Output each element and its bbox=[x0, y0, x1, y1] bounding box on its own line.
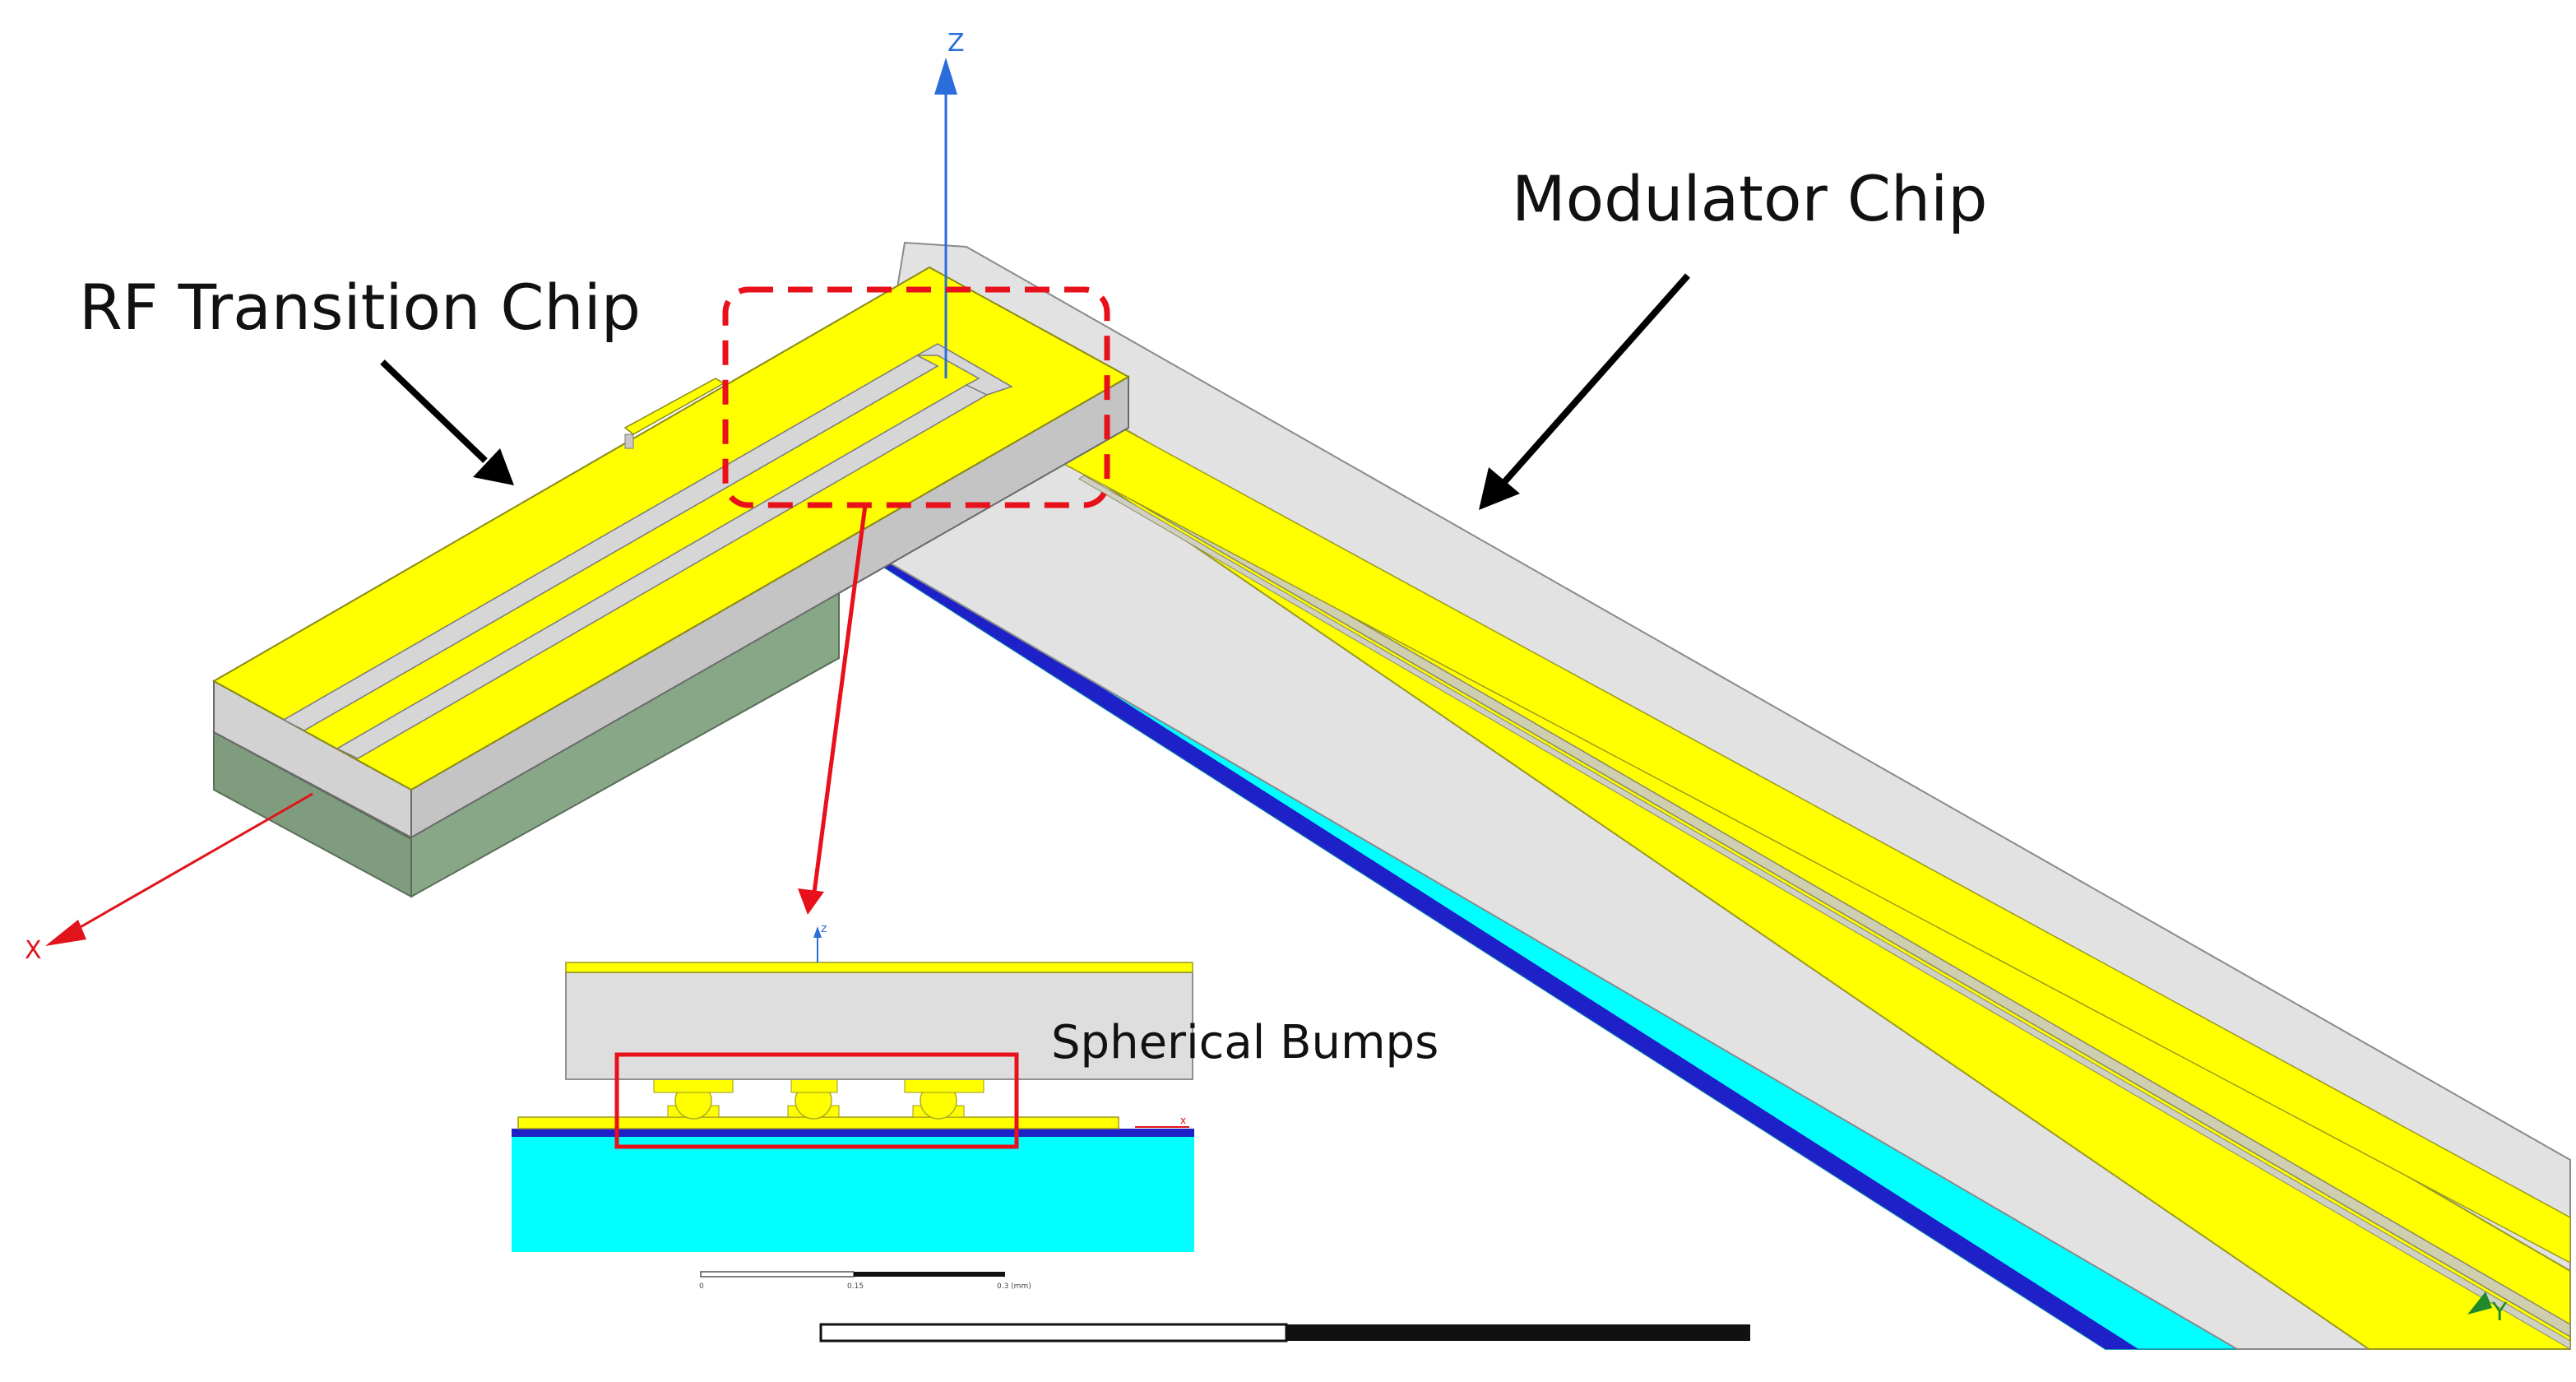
rf-transition-chip-label: RF Transition Chip bbox=[79, 271, 641, 344]
inset-pointer-line bbox=[812, 504, 868, 893]
spherical-bumps-label: Spherical Bumps bbox=[1051, 1016, 1439, 1069]
main-scale-black bbox=[1286, 1324, 1750, 1341]
highlight-region bbox=[722, 286, 1110, 508]
modulator-chip-label: Modulator Chip bbox=[1512, 162, 1987, 235]
rf-slot-1 bbox=[282, 355, 939, 731]
rf-back-grey bbox=[624, 434, 634, 449]
main-scale-bar bbox=[819, 1323, 1750, 1343]
inset-bottom-metal bbox=[517, 1116, 1119, 1129]
axis-z-arrowhead bbox=[934, 58, 957, 95]
axis-y: Y bbox=[2467, 1292, 2508, 1327]
inset-pointer-head bbox=[798, 888, 824, 915]
cross-section-inset: z x Spherical Bumps bbox=[512, 922, 1439, 1252]
axis-y-letter: Y bbox=[2491, 1298, 2508, 1327]
rf-top-metal bbox=[211, 266, 1131, 791]
bumps-highlight-box bbox=[614, 1052, 1019, 1149]
axis-x: X bbox=[25, 792, 313, 965]
inset-pointer-arrow bbox=[798, 504, 868, 915]
inset-pad-upper-2 bbox=[790, 1078, 838, 1093]
modulator-label-arrow-head bbox=[1479, 467, 1520, 510]
inset-pad-upper-3 bbox=[904, 1078, 985, 1093]
inset-upper-metal bbox=[565, 962, 1193, 973]
inset-axis-z-head bbox=[813, 926, 822, 938]
inset-scale-white bbox=[700, 1271, 855, 1278]
inset-pad-upper-1 bbox=[653, 1078, 734, 1093]
main-scale-white bbox=[819, 1323, 1288, 1343]
inset-axis-x-letter: x bbox=[1180, 1115, 1186, 1126]
modulator-blue-layer bbox=[872, 551, 2138, 1349]
modulator-gap bbox=[1084, 466, 2571, 1338]
inset-scale-tick-0: 0 bbox=[699, 1282, 704, 1291]
modulator-gap-2 bbox=[1078, 475, 2571, 1350]
modulator-label-arrow-line bbox=[1503, 273, 1690, 484]
rf-label-arrow bbox=[380, 359, 514, 485]
axis-z-letter: Z bbox=[947, 29, 965, 58]
axis-z: Z bbox=[934, 29, 965, 378]
rf-label-arrow-line bbox=[380, 359, 488, 463]
inset-scale-bar: 0 0.15 0.3 (mm) bbox=[699, 1271, 1031, 1291]
axis-x-arrowhead bbox=[45, 920, 86, 946]
rf-label-arrow-head bbox=[473, 448, 514, 485]
rf-slot-u bbox=[915, 343, 1013, 396]
inset-scale-black bbox=[854, 1272, 1005, 1277]
inset-blue-layer bbox=[512, 1129, 1194, 1137]
inset-scale-tick-2: 0.3 (mm) bbox=[997, 1282, 1031, 1291]
inset-upper-chip bbox=[565, 972, 1193, 1080]
axis-y-arrowhead bbox=[2467, 1292, 2492, 1315]
axis-x-letter: X bbox=[25, 936, 42, 965]
inset-axis-z-letter: z bbox=[821, 922, 827, 935]
rf-transition-chip bbox=[211, 266, 1131, 898]
inset-cyan-substrate bbox=[512, 1137, 1194, 1252]
rf-green-side bbox=[213, 730, 412, 898]
inset-scale-tick-1: 0.15 bbox=[847, 1282, 864, 1291]
axis-x-line bbox=[61, 792, 313, 939]
modulator-chip bbox=[854, 241, 2571, 1350]
modulator-label-arrow bbox=[1479, 273, 1690, 510]
